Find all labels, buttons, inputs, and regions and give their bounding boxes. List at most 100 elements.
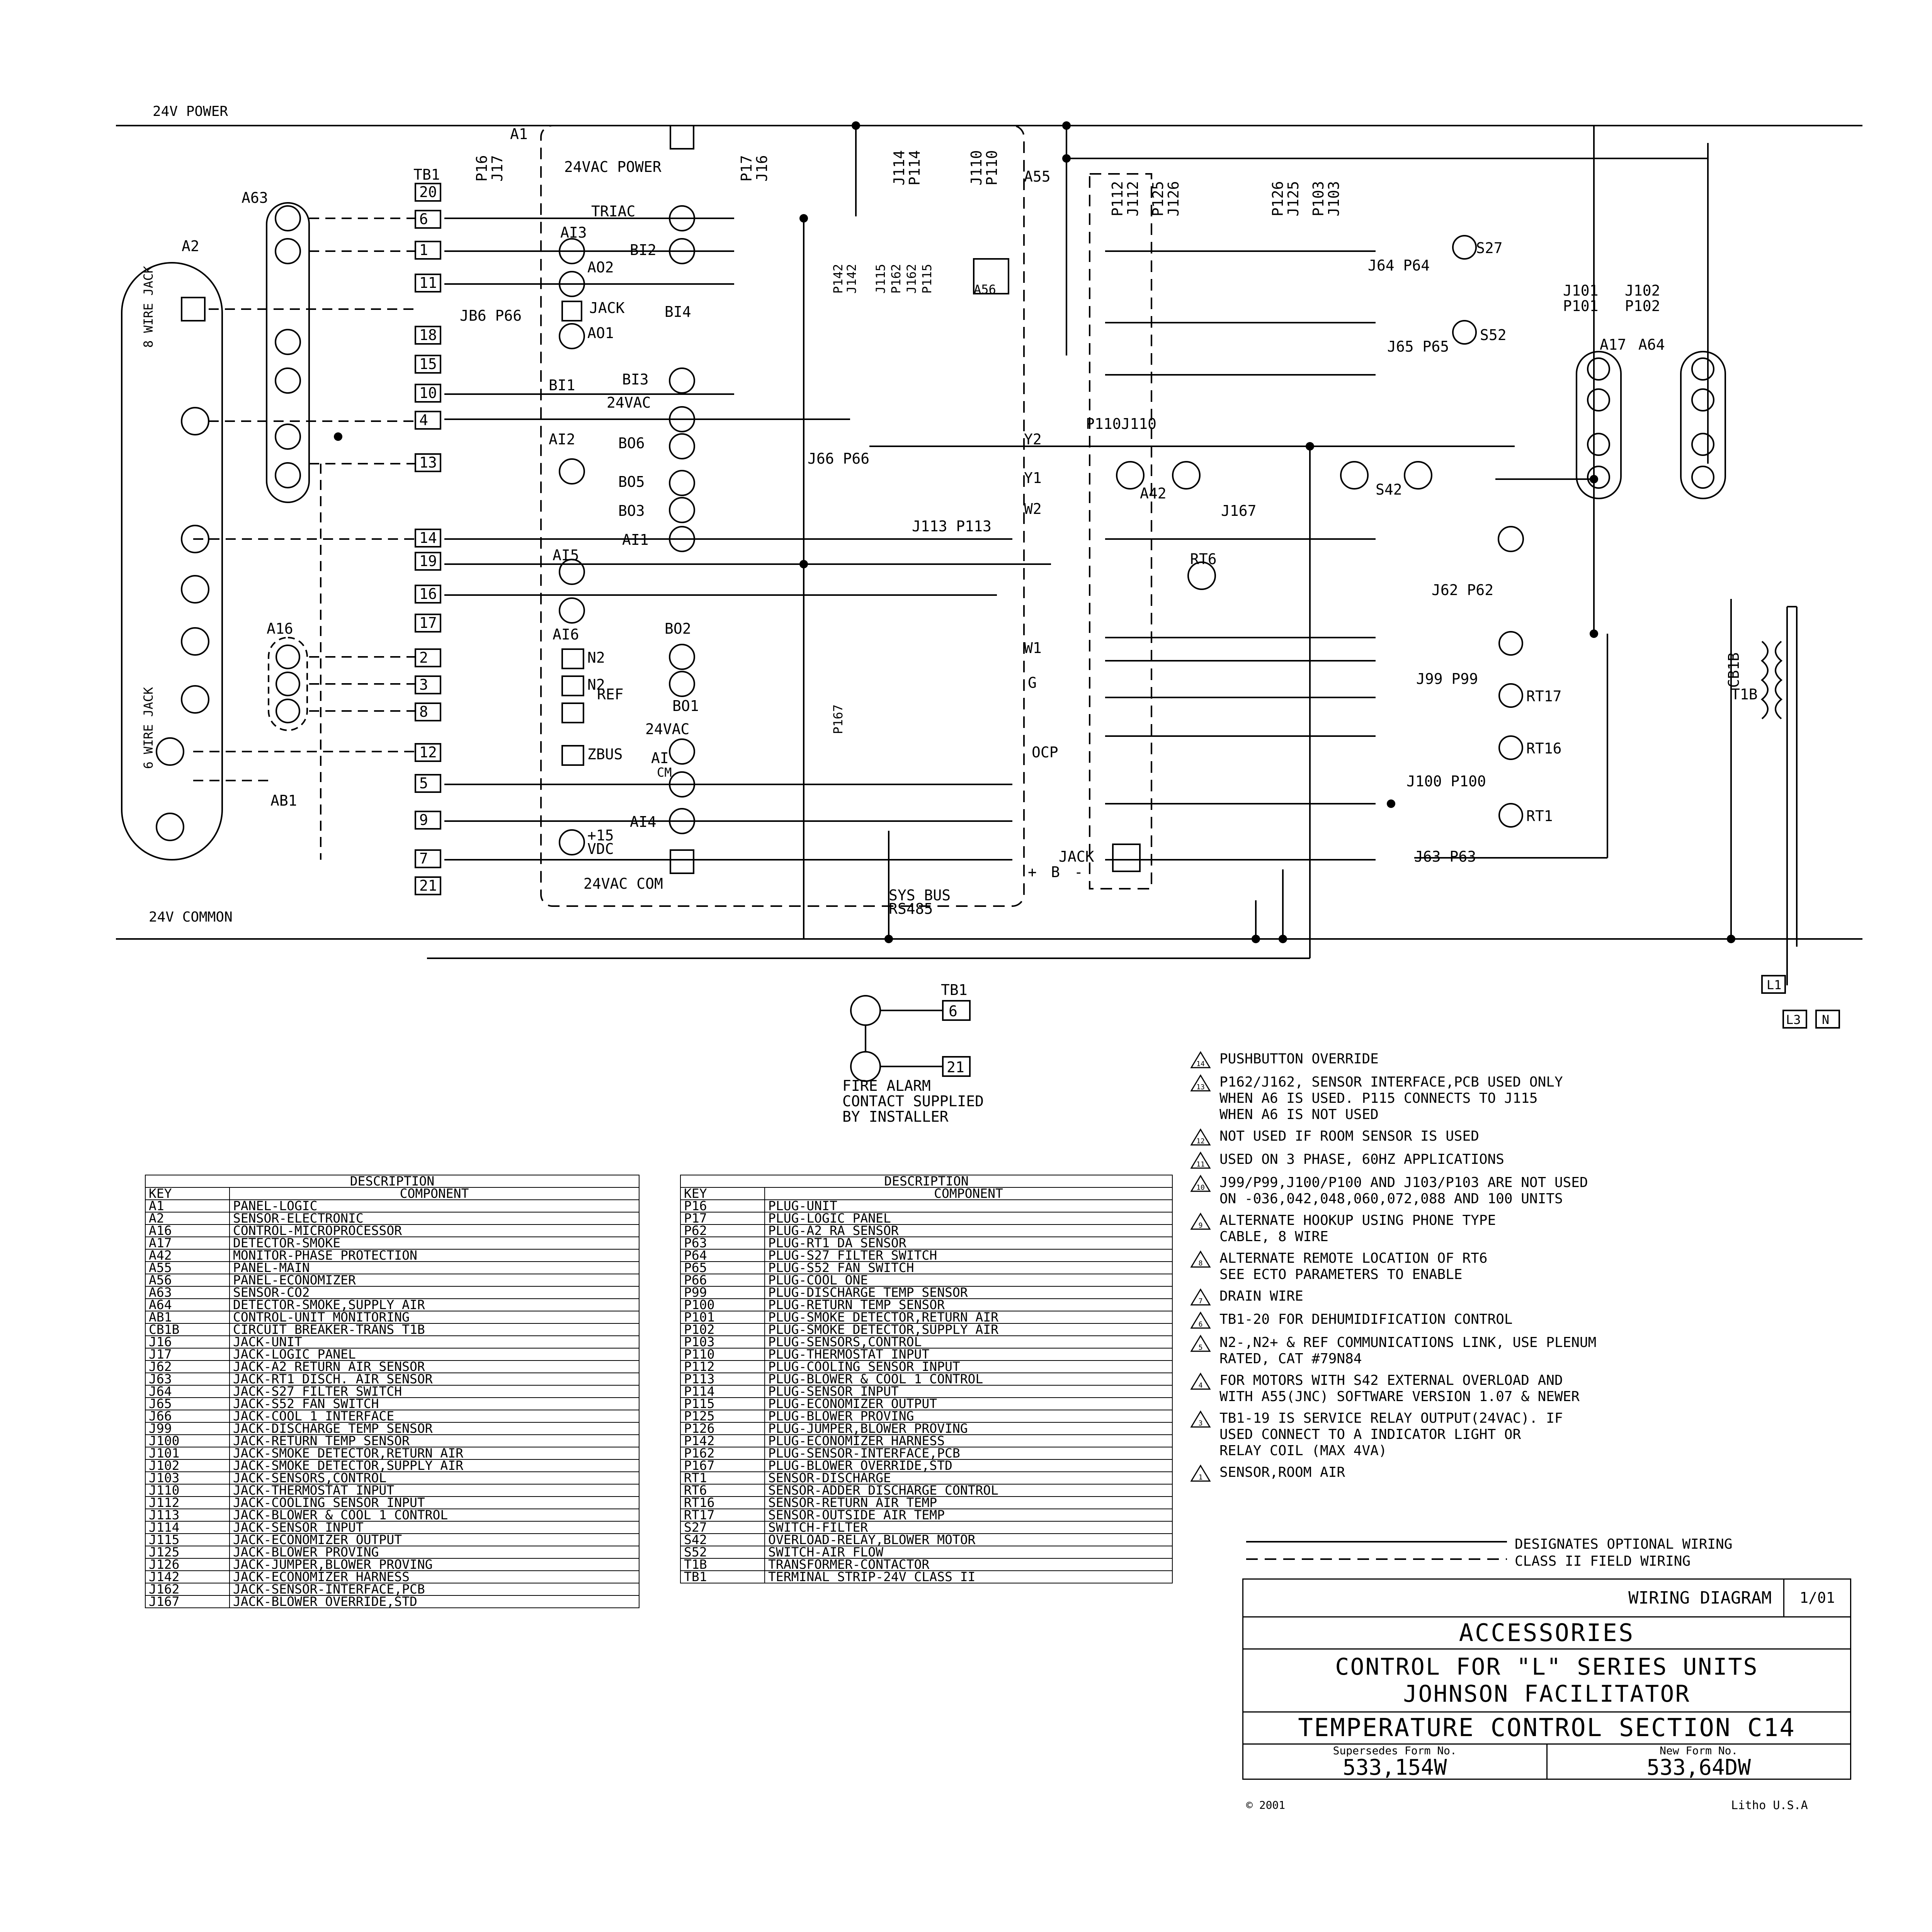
plug-j66p66a: JB6 P66	[460, 307, 522, 324]
row-component: PLUG-BLOWER & COOL 1 CONTROL	[764, 1372, 1173, 1386]
tb1-terminal-12: 12	[419, 744, 437, 761]
tb1-terminal-7: 7	[419, 850, 428, 867]
row-key: P103	[680, 1335, 765, 1349]
tb1-terminal-18: 18	[419, 327, 437, 344]
row-component: JACK-BLOWER OVERRIDE,STD	[229, 1595, 639, 1608]
row-component: JACK-JUMPER,BLOWER PROVING	[229, 1558, 639, 1571]
note-triangle-icon: 4	[1190, 1372, 1211, 1390]
plug-p16: P16	[473, 155, 490, 182]
row-component: PLUG-RETURN TEMP SENSOR	[764, 1298, 1173, 1311]
note-number: 8	[1199, 1259, 1203, 1267]
row-key: P101	[680, 1311, 765, 1324]
note-number: 9	[1199, 1221, 1203, 1230]
board-input	[559, 597, 585, 624]
row-key: J162	[145, 1583, 230, 1596]
plug-y2: Y2	[1024, 431, 1042, 448]
common-bus-label: 24V COMMON	[149, 909, 233, 925]
a55-label: A55	[1024, 168, 1051, 185]
note-text: P162/J162, SENSOR INTERFACE,PCB USED ONL…	[1219, 1074, 1563, 1122]
s42-label: S42	[1376, 481, 1402, 498]
a2-terminal-7	[156, 737, 184, 766]
row-component: JACK-SMOKE DETECTOR,RETURN AIR	[229, 1447, 639, 1460]
plug-j126: J126	[1165, 181, 1182, 216]
row-key: A16	[145, 1224, 230, 1237]
tb1-terminal-strip	[415, 183, 441, 895]
board-15v: +15	[587, 827, 614, 844]
row-component: PLUG-COOL ONE	[764, 1274, 1173, 1287]
board-zbus-label: ZBUS	[587, 746, 623, 763]
row-component: JACK-S52 FAN SWITCH	[229, 1397, 639, 1410]
row-component: JACK-SENSOR-INTERFACE,PCB	[229, 1583, 639, 1596]
row-key: TB1	[680, 1570, 765, 1583]
a16-terminal-ref	[276, 672, 300, 696]
board-output	[669, 808, 695, 834]
wiring-legend: DESIGNATES OPTIONAL WIRING CLASS II FIEL…	[1244, 1536, 1733, 1570]
note-number: 4	[1199, 1381, 1203, 1389]
row-component: PLUG-SMOKE DETECTOR,RETURN AIR	[764, 1311, 1173, 1324]
a42-label: A42	[1140, 485, 1167, 502]
board-vdc: VDC	[587, 840, 614, 857]
row-key: P102	[680, 1323, 765, 1336]
row-key: A63	[145, 1286, 230, 1299]
a56-economizer-box	[973, 258, 1009, 294]
board-bo6: BO6	[618, 435, 645, 452]
a17-label: A17	[1600, 336, 1626, 353]
row-component: TRANSFORMER-CONTACTOR	[764, 1558, 1173, 1571]
board-bo3: BO3	[618, 502, 645, 519]
row-key: J66	[145, 1410, 230, 1423]
row-component: JACK-BLOWER PROVING	[229, 1546, 639, 1559]
row-component: JACK-SENSORS,CONTROL	[229, 1471, 639, 1485]
col-key: KEY	[145, 1187, 230, 1200]
row-key: P162	[680, 1447, 765, 1460]
note-triangle-icon: 14	[1190, 1051, 1211, 1068]
s52-switch	[1452, 320, 1477, 345]
note-text: J99/P99,J100/P100 AND J103/P103 ARE NOT …	[1219, 1175, 1588, 1207]
row-key: P112	[680, 1360, 765, 1373]
row-key: S27	[680, 1521, 765, 1534]
row-key: RT17	[680, 1509, 765, 1522]
note-triangle-icon: 12	[1190, 1128, 1211, 1146]
plug-j63p63: J63 P63	[1414, 848, 1476, 865]
plug-j162: J162	[904, 264, 919, 294]
rt17-sensor	[1498, 683, 1523, 708]
board-bi1: BI1	[549, 377, 575, 394]
row-component: JACK-COOLING SENSOR INPUT	[229, 1496, 639, 1509]
row-key: P17	[680, 1212, 765, 1225]
power-l1: L1	[1767, 978, 1782, 992]
plug-p167: P167	[831, 704, 845, 734]
plug-rt16: RT16	[1526, 740, 1562, 757]
board-output	[669, 738, 695, 765]
row-key: A2	[145, 1212, 230, 1225]
board-ref	[561, 702, 584, 723]
board-output	[669, 671, 695, 697]
col-component: COMPONENT	[229, 1187, 639, 1200]
row-key: AB1	[145, 1311, 230, 1324]
col-component: COMPONENT	[764, 1187, 1173, 1200]
row-key: RT6	[680, 1484, 765, 1497]
tb1-terminal-21: 21	[419, 877, 437, 894]
note-text: PUSHBUTTON OVERRIDE	[1219, 1051, 1379, 1067]
row-key: P125	[680, 1410, 765, 1423]
fire-terminal-6: 6	[949, 1003, 957, 1020]
board-output	[669, 205, 695, 231]
row-component: JACK-A2 RETURN AIR SENSOR	[229, 1360, 639, 1373]
plug-w1: W1	[1024, 639, 1042, 656]
a2-terminal-3	[181, 627, 209, 656]
